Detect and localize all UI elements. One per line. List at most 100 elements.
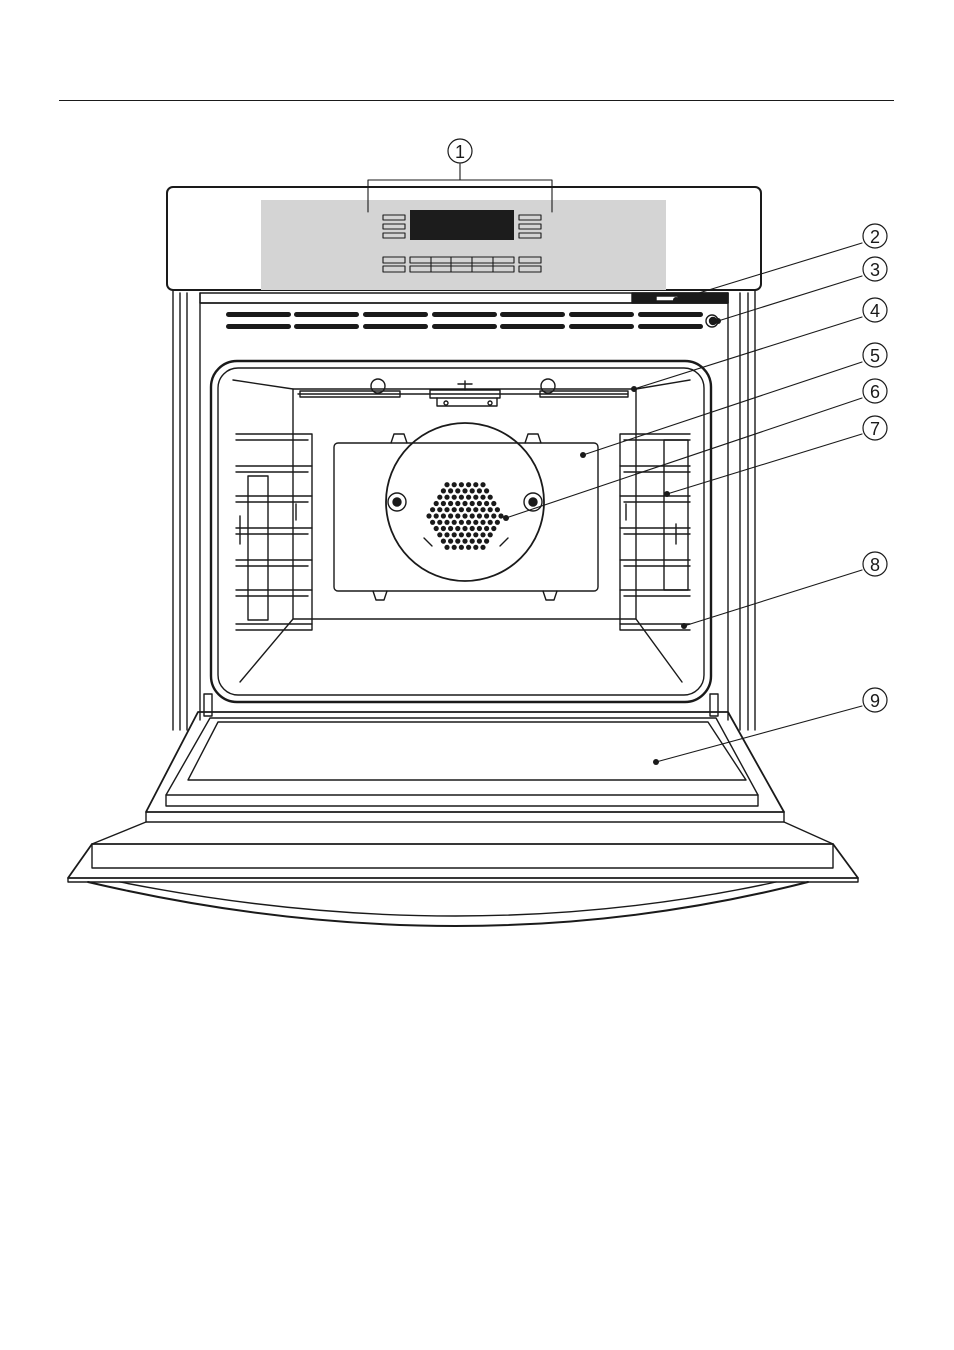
fan-hole (462, 539, 467, 544)
fan-hole (455, 513, 460, 518)
fan-hole (466, 545, 471, 550)
fan-hole (459, 482, 464, 487)
fan-hole (480, 507, 485, 512)
right-side-rails (620, 434, 690, 630)
fan-hole (466, 507, 471, 512)
fan-hole (484, 488, 489, 493)
fan-hole (452, 482, 457, 487)
fan-hole (473, 545, 478, 550)
fan-hole (488, 495, 493, 500)
callout-number: 5 (870, 346, 880, 366)
fan-hole (480, 545, 485, 550)
display-screen (410, 210, 514, 240)
fan-hole (470, 526, 475, 531)
fan-hole (473, 532, 478, 537)
fan-hole (448, 488, 453, 493)
fan-hole (488, 507, 493, 512)
fan-hole (462, 513, 467, 518)
fan-hole (480, 482, 485, 487)
fan-hole (434, 501, 439, 506)
oven-cavity (211, 361, 711, 702)
fan-hole (470, 539, 475, 544)
fan-hole (441, 526, 446, 531)
callout-number: 9 (870, 691, 880, 711)
fan-hole (444, 507, 449, 512)
fan-hole (452, 495, 457, 500)
fan-hole (430, 520, 435, 525)
fan-hole (448, 539, 453, 544)
fan-hole (455, 539, 460, 544)
fan-hole (484, 501, 489, 506)
callout-number: 1 (455, 142, 465, 162)
fan-hole (488, 532, 493, 537)
fan-hole (473, 482, 478, 487)
fan-hole (448, 513, 453, 518)
fan-hole (466, 520, 471, 525)
callout-7: 7 (863, 416, 887, 440)
fan-hole (448, 501, 453, 506)
fan-hole (430, 507, 435, 512)
fan-hole (480, 520, 485, 525)
fan-hole (473, 495, 478, 500)
callout-1: 1 (448, 139, 472, 163)
fan-hole (452, 520, 457, 525)
fan-hole (459, 520, 464, 525)
callout-5: 5 (863, 343, 887, 367)
callout-8: 8 (863, 552, 887, 576)
fan-hole (444, 482, 449, 487)
fan-hole (444, 520, 449, 525)
callout-2: 2 (863, 224, 887, 248)
callout-number: 3 (870, 260, 880, 280)
fan-hole (444, 545, 449, 550)
fan-hole (434, 526, 439, 531)
convection-fan (386, 423, 544, 581)
fan-hole (437, 532, 442, 537)
fan-hole (477, 501, 482, 506)
fan-hole (477, 539, 482, 544)
fan-hole (462, 526, 467, 531)
fan-hole (495, 507, 500, 512)
fan-hole (495, 520, 500, 525)
fan-hole (466, 532, 471, 537)
fan-hole (452, 532, 457, 537)
fan-hole (488, 520, 493, 525)
fan-hole (444, 532, 449, 537)
fan-hole (448, 526, 453, 531)
callout-6: 6 (863, 379, 887, 403)
fan-hole (452, 507, 457, 512)
fan-hole (426, 513, 431, 518)
fan-hole (491, 501, 496, 506)
callout-number: 2 (870, 227, 880, 247)
cooling-air-vents (226, 312, 703, 329)
door-contact-switch (632, 293, 728, 303)
fan-hole (459, 507, 464, 512)
fan-hole (441, 501, 446, 506)
fan-hole (462, 488, 467, 493)
fan-hole (441, 539, 446, 544)
fan-hole (459, 495, 464, 500)
fan-hole (470, 501, 475, 506)
fan-hole (491, 513, 496, 518)
fan-hole (477, 488, 482, 493)
fan-hole (437, 507, 442, 512)
fan-hole (480, 495, 485, 500)
callout-9: 9 (863, 688, 887, 712)
fan-hole (498, 513, 503, 518)
fan-hole (484, 513, 489, 518)
fan-hole (437, 520, 442, 525)
fan-hole (470, 488, 475, 493)
callout-4: 4 (863, 298, 887, 322)
fan-hole (455, 488, 460, 493)
fan-hole (441, 488, 446, 493)
fan-hole (484, 539, 489, 544)
fan-hole (491, 526, 496, 531)
fan-hole (459, 532, 464, 537)
fan-hole (484, 526, 489, 531)
fan-hole (441, 513, 446, 518)
fan-hole (477, 513, 482, 518)
fan-hole (459, 545, 464, 550)
callout-number: 7 (870, 419, 880, 439)
fan-hole (434, 513, 439, 518)
oven-door-open (68, 712, 858, 926)
